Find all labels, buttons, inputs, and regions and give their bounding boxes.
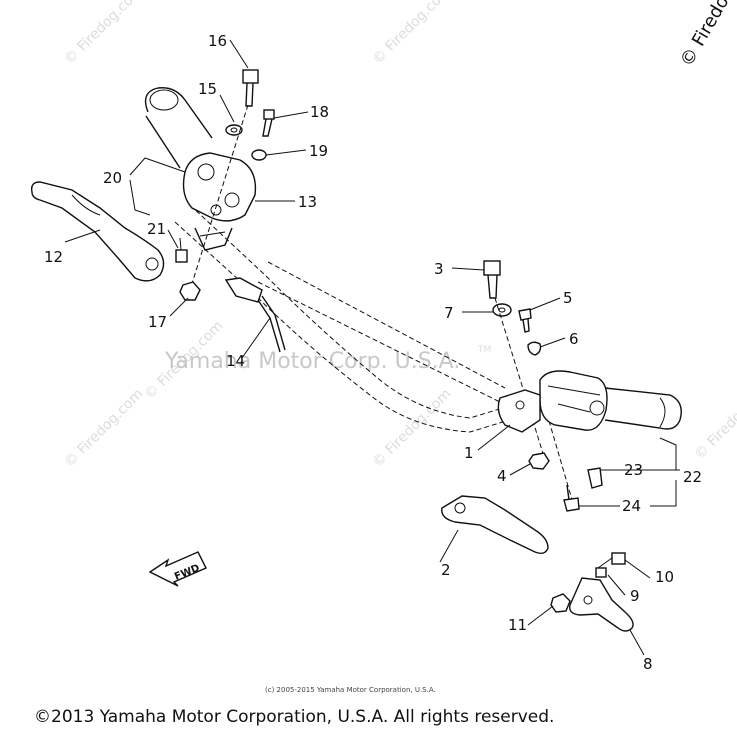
right-switch-housing	[539, 370, 608, 431]
alignment-line-left	[189, 104, 249, 291]
callout-1: 1	[464, 444, 474, 462]
left-lever	[30, 181, 165, 282]
lever-8	[569, 577, 634, 632]
callout-20: 20	[103, 169, 122, 187]
bolt-3	[483, 260, 501, 299]
callout-23: 23	[624, 461, 643, 479]
nut-4	[528, 452, 550, 470]
nut-21	[175, 237, 188, 263]
callout-5: 5	[563, 289, 573, 307]
nut-11	[550, 593, 571, 613]
callout-2: 2	[441, 561, 451, 579]
spacer-9	[595, 567, 607, 578]
callout-18: 18	[310, 103, 329, 121]
callout-16: 16	[208, 32, 227, 50]
watermark-corner: © Firedo	[676, 0, 733, 71]
screw-5	[518, 308, 532, 333]
watermark-tile: © Firedog.com	[370, 0, 455, 68]
footer-copyright: ©2013 Yamaha Motor Corporation, U.S.A. A…	[34, 707, 554, 727]
watermark-center: Yamaha Motor Corp. U.S.A.	[164, 349, 460, 374]
callout-3: 3	[434, 260, 444, 278]
callout-19: 19	[309, 142, 328, 160]
washer-19	[251, 149, 267, 161]
callout-8: 8	[643, 655, 653, 673]
callouts: 16 15 18 19 20 13 21 12 17 14 3 5 7 6 1 …	[44, 32, 702, 673]
alignment-line-right	[494, 297, 546, 461]
screw-24	[563, 484, 580, 512]
fwd-arrow: FWD	[148, 551, 207, 587]
washer-7	[492, 303, 512, 317]
callout-21: 21	[147, 220, 166, 238]
screw-18	[262, 109, 275, 137]
nut-17	[179, 281, 201, 301]
watermark-tile: © Firedog.com	[692, 378, 737, 463]
watermark-tile: © Firedog.com	[62, 0, 147, 68]
screw-23	[587, 467, 603, 489]
callout-15: 15	[198, 80, 217, 98]
callout-12: 12	[44, 248, 63, 266]
small-copyright: (c) 2005-2015 Yamaha Motor Corporation, …	[265, 686, 436, 694]
bolt-10	[597, 552, 626, 569]
callout-6: 6	[569, 330, 579, 348]
right-grip	[604, 387, 682, 430]
callout-17: 17	[148, 313, 167, 331]
watermark-tm: TM	[477, 345, 491, 355]
callout-7: 7	[444, 304, 454, 322]
right-bracket	[497, 389, 541, 433]
callout-10: 10	[655, 568, 674, 586]
left-grip	[144, 87, 213, 169]
callout-11: 11	[508, 616, 527, 634]
left-switch-assembly	[182, 152, 257, 251]
right-lever-2	[441, 495, 549, 555]
clip-6	[527, 341, 542, 356]
callout-4: 4	[497, 467, 507, 485]
handlebar	[174, 204, 556, 433]
callout-13: 13	[298, 193, 317, 211]
bolt-16	[242, 69, 259, 107]
washer-15	[225, 124, 243, 136]
callout-24: 24	[622, 497, 641, 515]
callout-14: 14	[226, 352, 245, 370]
watermark-tile: © Firedog.com	[62, 386, 147, 471]
leader-lines	[64, 39, 680, 656]
callout-9: 9	[630, 587, 640, 605]
callout-22: 22	[683, 468, 702, 486]
